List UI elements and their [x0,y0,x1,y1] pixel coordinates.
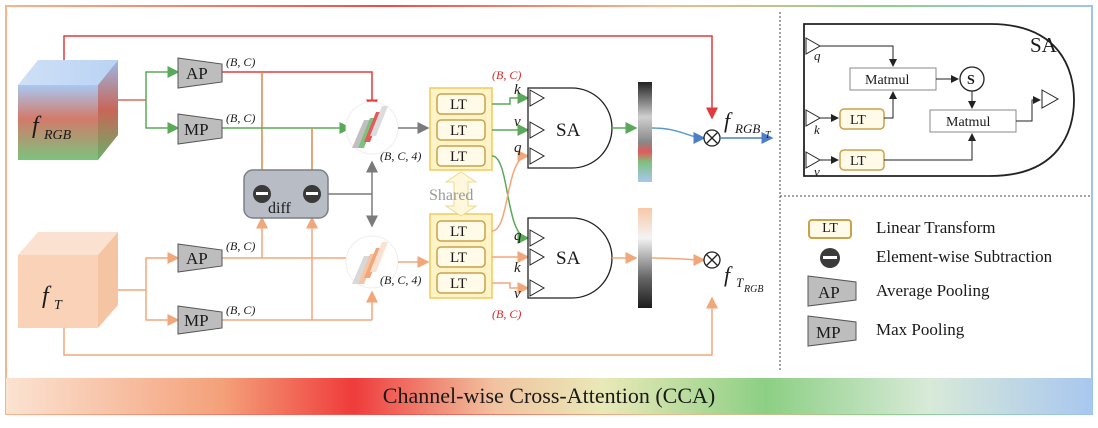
shape-label-ap-rgb: (B, C) [226,55,255,69]
svg-text:Matmul: Matmul [865,73,909,88]
output-label-rgb-t: f RGB T [724,108,772,141]
svg-text:v: v [814,164,820,179]
red-shape-bottom: (B, C) [492,307,521,321]
svg-text:S: S [967,73,975,88]
shape-label-stack-t: (B, C, 4) [380,273,421,287]
mp-block-rgb: MP [177,113,223,145]
shape-label-mp-t: (B, C) [226,303,255,317]
svg-text:AP: AP [186,249,208,268]
weight-bar-rgb [638,82,652,182]
sa-detail: SA q k v LT LT Matmul Matmul S [803,23,1075,179]
legend-text-subtraction: Element-wise Subtraction [876,247,1053,266]
sa-detail-title: SA [1030,33,1058,57]
svg-text:AP: AP [186,64,208,83]
svg-text:SA: SA [556,248,581,269]
lt-to-sa-connections [491,92,530,294]
svg-text:LT: LT [450,97,467,113]
thermal-feature-label: f [42,283,52,309]
rgb-feature-cube: f RGB [18,60,118,160]
shape-label-ap-t: (B, C) [226,239,255,253]
svg-text:LT: LT [450,276,467,292]
legend-subtract-icon [820,248,840,268]
legend-lt-icon: LT [808,219,852,239]
red-shape-top: (B, C) [492,68,521,82]
legend-text-linear-transform: Linear Transform [876,218,996,237]
svg-text:SA: SA [556,120,581,141]
shared-label: Shared [429,187,473,204]
lt-group-rgb: LT LT LT [429,87,493,171]
svg-text:LT: LT [450,224,467,240]
rgb-connections [63,35,718,184]
svg-text:RGB: RGB [743,284,763,295]
shared-indicator: Shared [429,171,478,217]
svg-text:v: v [514,286,521,302]
legend-mp-icon: MP [807,315,857,347]
svg-text:MP: MP [816,323,841,342]
stacked-features-thermal [345,235,399,289]
legend-ap-icon: AP [807,275,857,307]
svg-text:T: T [765,130,772,141]
footer-band [6,378,1092,414]
sa-block-thermal: SA [527,217,613,299]
legend-text-average-pooling: Average Pooling [876,281,990,300]
multiply-icon [703,129,721,147]
svg-text:k: k [514,82,521,98]
mp-block-thermal: MP [177,305,223,335]
svg-text:LT: LT [450,149,467,165]
shape-label-mp-rgb: (B, C) [226,111,255,125]
svg-text:Matmul: Matmul [946,115,990,130]
diff-label: diff [268,200,291,217]
footer-title: Channel-wise Cross-Attention (CCA) [382,383,716,408]
svg-text:q: q [514,140,522,156]
thermal-feature-cube: f T [18,232,118,328]
svg-text:LT: LT [850,154,866,169]
lt-group-thermal: LT LT LT [429,213,493,299]
svg-text:v: v [514,114,521,130]
svg-text:LT: LT [450,123,467,139]
ap-block-thermal: AP [177,243,223,273]
svg-text:q: q [514,228,522,244]
svg-text:MP: MP [184,120,209,139]
rgb-feature-sub: RGB [43,128,72,143]
output-label-t-rgb: f T RGB [724,262,763,295]
thermal-feature-sub: T [54,298,63,313]
sa-block-rgb: SA [527,87,613,169]
svg-text:LT: LT [450,250,467,266]
weight-bar-thermal [638,208,652,308]
shape-label-stack-rgb: (B, C, 4) [380,149,421,163]
svg-text:AP: AP [818,283,840,302]
svg-text:MP: MP [184,311,209,330]
diff-box: diff [243,169,329,219]
svg-text:LT: LT [850,113,866,128]
svg-text:f: f [724,262,733,287]
multiply-icon [703,251,721,269]
outer-border [5,5,1093,415]
rgb-feature-label: f [32,113,42,139]
svg-text:k: k [514,260,521,276]
ap-block-rgb: AP [177,57,223,89]
svg-text:k: k [814,122,820,137]
stacked-features-rgb [345,101,399,155]
svg-text:f: f [724,108,733,133]
svg-text:q: q [814,48,821,63]
svg-text:RGB: RGB [734,121,760,136]
svg-text:T: T [736,275,744,290]
legend-text-max-pooling: Max Pooling [876,320,965,339]
